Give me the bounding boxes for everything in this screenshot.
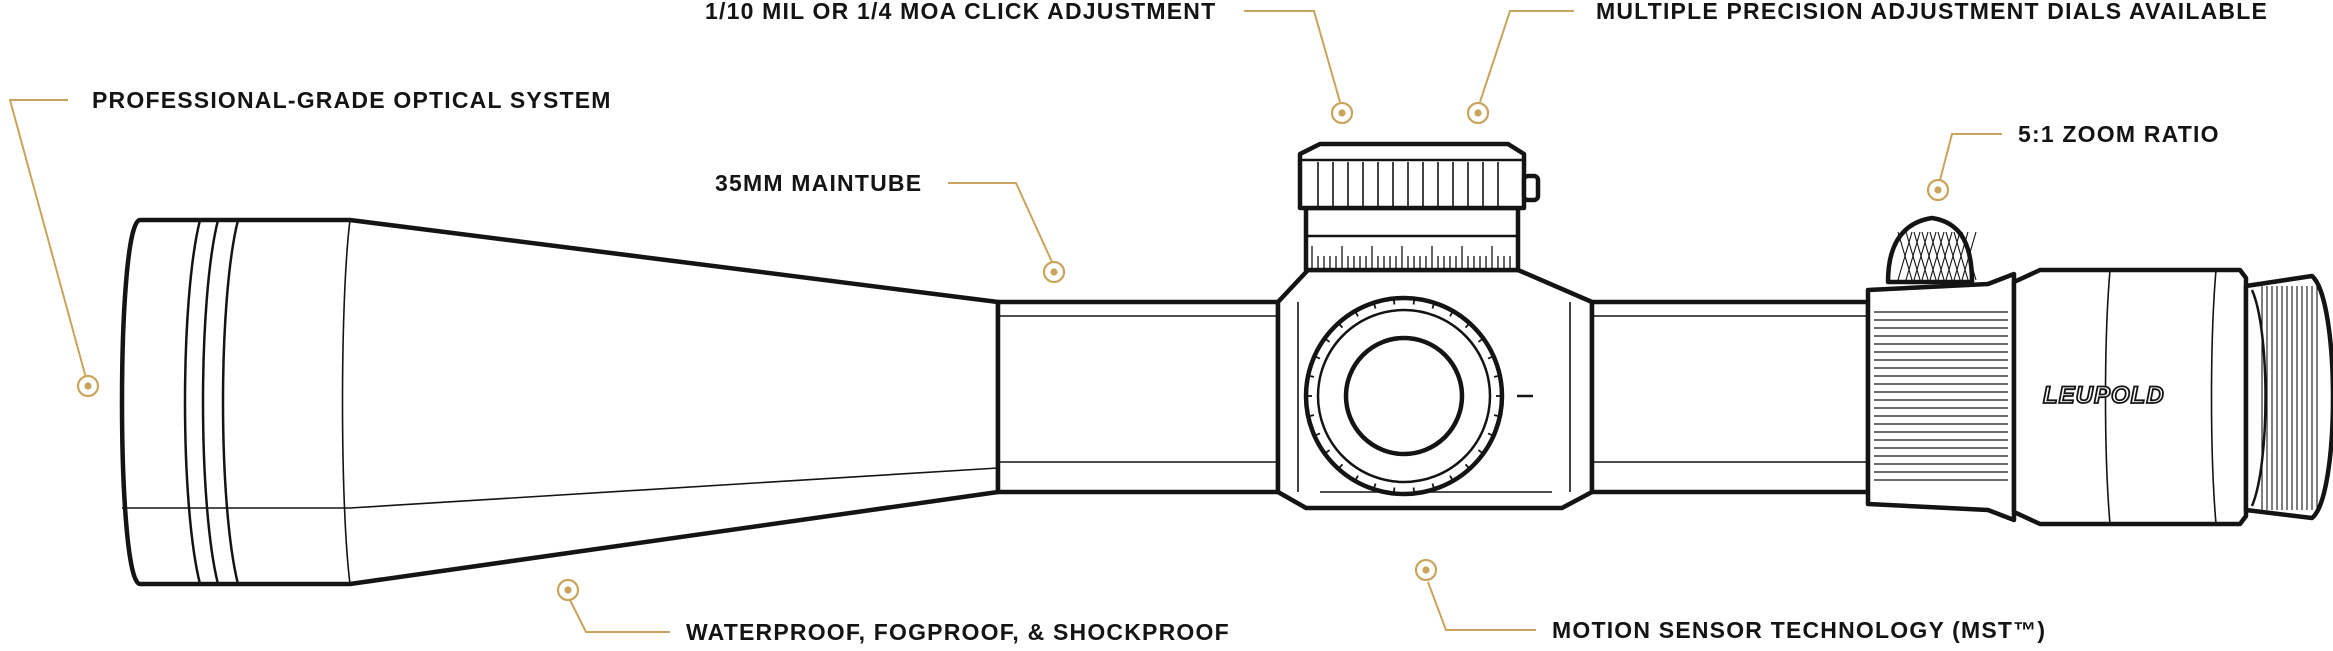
- eyepiece-assembly: LEUPOLD: [1589, 215, 2333, 527]
- callout-optical-system: PROFESSIONAL-GRADE OPTICAL SYSTEM: [8, 87, 612, 398]
- callout-waterproof-label: WATERPROOF, FOGPROOF, & SHOCKPROOF: [686, 619, 1230, 645]
- elevation-turret: [1297, 141, 1541, 273]
- callout-zoom-ratio-label: 5:1 ZOOM RATIO: [2018, 121, 2220, 147]
- leader-line: [1244, 10, 1341, 103]
- callout-optical-system-label: PROFESSIONAL-GRADE OPTICAL SYSTEM: [92, 87, 612, 113]
- callouts: PROFESSIONAL-GRADE OPTICAL SYSTEM 1/10 M…: [8, 0, 2268, 645]
- objective-bell: [119, 217, 1001, 587]
- riflescope: LEUPOLD: [119, 141, 2333, 587]
- leader-line: [8, 99, 87, 379]
- callout-maintube-label: 35MM MAINTUBE: [715, 170, 922, 196]
- leader-line: [1479, 10, 1574, 103]
- leader-line: [1427, 581, 1536, 631]
- callout-click-adjustment: 1/10 MIL OR 1/4 MOA CLICK ADJUSTMENT: [705, 0, 1354, 125]
- maintube: [995, 299, 1281, 495]
- side-focus-dial: [1303, 295, 1533, 497]
- callout-zoom-ratio: 5:1 ZOOM RATIO: [1926, 121, 2220, 202]
- brand-logo: LEUPOLD: [2043, 382, 2165, 409]
- leader-line: [1939, 133, 2002, 181]
- callout-adjustment-dials: MULTIPLE PRECISION ADJUSTMENT DIALS AVAI…: [1466, 0, 2268, 125]
- callout-motion-sensor: MOTION SENSOR TECHNOLOGY (MST™): [1414, 558, 2046, 643]
- callout-motion-sensor-label: MOTION SENSOR TECHNOLOGY (MST™): [1552, 617, 2046, 643]
- callout-click-adjustment-label: 1/10 MIL OR 1/4 MOA CLICK ADJUSTMENT: [705, 0, 1216, 24]
- leader-line: [948, 182, 1053, 263]
- callout-maintube: 35MM MAINTUBE: [715, 170, 1066, 284]
- callout-adjustment-dials-label: MULTIPLE PRECISION ADJUSTMENT DIALS AVAI…: [1596, 0, 2268, 24]
- callout-waterproof: WATERPROOF, FOGPROOF, & SHOCKPROOF: [556, 578, 1230, 645]
- leader-line: [569, 599, 670, 633]
